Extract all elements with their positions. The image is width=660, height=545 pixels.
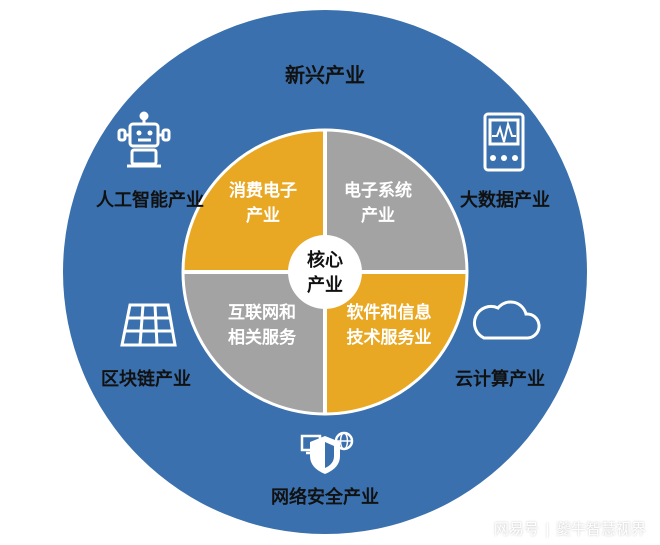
solar-grid-icon	[120, 303, 177, 347]
center-label-line1: 核心	[307, 249, 343, 271]
watermark-source: 网易号	[493, 520, 539, 538]
industry-label-cybersecurity: 网络安全产业	[271, 486, 379, 508]
segment-label: 相关服务	[228, 327, 297, 348]
segment-consumer-electronics	[183, 130, 325, 272]
segment-label: 互联网和	[228, 303, 296, 323]
industry-label-ai: 人工智能产业	[96, 189, 204, 211]
segment-label: 电子系统	[344, 180, 412, 201]
segment-internet-services	[183, 272, 325, 414]
core-circle	[181, 128, 469, 416]
industry-label-big-data: 大数据产业	[460, 189, 550, 211]
segment-label: 软件和信息	[347, 302, 432, 323]
segment-label: 产业	[246, 205, 280, 226]
segment-electronic-systems	[325, 130, 467, 272]
segment-label: 产业	[361, 205, 395, 226]
security-shield-icon	[300, 431, 354, 474]
segment-software-it-services	[325, 272, 467, 414]
data-monitor-icon	[483, 112, 525, 172]
watermark: 网易号|夔牛智慧视界	[493, 520, 646, 538]
robot-icon	[117, 111, 171, 168]
segment-label: 技术服务业	[347, 327, 432, 348]
center-label-line2: 产业	[307, 274, 343, 296]
center-circle	[288, 235, 362, 309]
industry-label-blockchain: 区块链产业	[101, 368, 191, 390]
watermark-author: 夔牛智慧视界	[555, 520, 646, 538]
segment-label: 消费电子	[229, 180, 297, 201]
diagram-title: 新兴产业	[285, 63, 365, 87]
industry-label-cloud: 云计算产业	[455, 368, 545, 390]
cloud-icon	[472, 300, 541, 340]
